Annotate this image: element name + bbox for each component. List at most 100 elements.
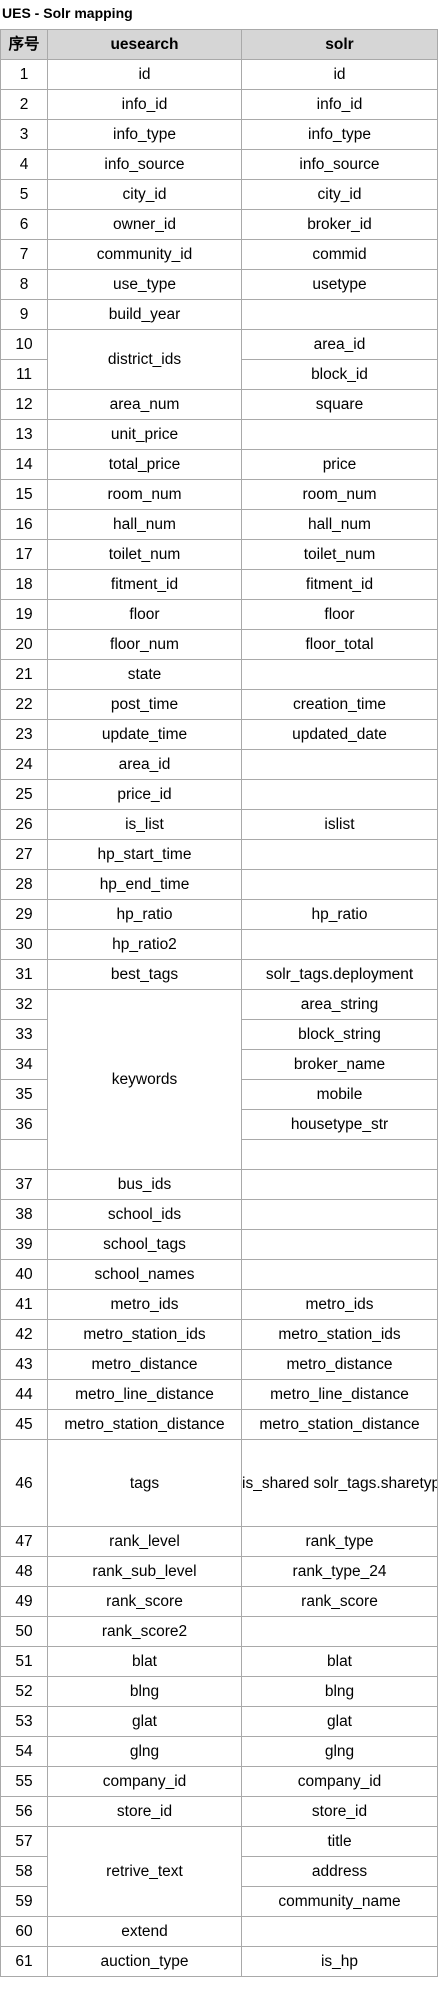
row-index: 1 (0, 59, 48, 90)
solr-field: address (241, 1856, 438, 1887)
row-index: 6 (0, 209, 48, 240)
uesearch-field: room_num (47, 479, 242, 510)
uesearch-field: metro_distance (47, 1349, 242, 1380)
uesearch-field: school_ids (47, 1199, 242, 1230)
uesearch-field: update_time (47, 719, 242, 750)
solr-field: community_name (241, 1886, 438, 1917)
uesearch-field: store_id (47, 1796, 242, 1827)
uesearch-field: school_names (47, 1259, 242, 1290)
solr-field (241, 419, 438, 450)
uesearch-field: toilet_num (47, 539, 242, 570)
solr-field (241, 1199, 438, 1230)
uesearch-field: info_id (47, 89, 242, 120)
row-index: 19 (0, 599, 48, 630)
row-index: 47 (0, 1526, 48, 1557)
solr-field: price (241, 449, 438, 480)
uesearch-field: unit_price (47, 419, 242, 450)
solr-field (241, 1916, 438, 1947)
row-index: 17 (0, 539, 48, 570)
header-uesearch: uesearch (47, 29, 242, 60)
row-index: 29 (0, 899, 48, 930)
row-index: 57 (0, 1826, 48, 1857)
row-index: 33 (0, 1019, 48, 1050)
solr-field: commid (241, 239, 438, 270)
uesearch-field: company_id (47, 1766, 242, 1797)
solr-field: floor (241, 599, 438, 630)
uesearch-field: hp_start_time (47, 839, 242, 870)
solr-field: toilet_num (241, 539, 438, 570)
row-index: 31 (0, 959, 48, 990)
uesearch-field: post_time (47, 689, 242, 720)
solr-field: info_type (241, 119, 438, 150)
row-index: 42 (0, 1319, 48, 1350)
row-index: 7 (0, 239, 48, 270)
row-index: 13 (0, 419, 48, 450)
solr-field: city_id (241, 179, 438, 210)
solr-field: is_hp (241, 1946, 438, 1977)
solr-field (241, 299, 438, 330)
solr-field: metro_station_ids (241, 1319, 438, 1350)
uesearch-field: area_id (47, 749, 242, 780)
solr-field: company_id (241, 1766, 438, 1797)
solr-field: mobile (241, 1079, 438, 1110)
solr-field (241, 1169, 438, 1200)
solr-field: info_source (241, 149, 438, 180)
solr-field: solr_tags.deployment (241, 959, 438, 990)
row-index: 30 (0, 929, 48, 960)
row-index: 59 (0, 1886, 48, 1917)
row-index: 41 (0, 1289, 48, 1320)
solr-field (241, 779, 438, 810)
solr-field: metro_line_distance (241, 1379, 438, 1410)
header-index: 序号 (0, 29, 48, 60)
solr-field: hall_num (241, 509, 438, 540)
solr-field (241, 659, 438, 690)
solr-field: blng (241, 1676, 438, 1707)
row-index: 27 (0, 839, 48, 870)
uesearch-field: community_id (47, 239, 242, 270)
row-index: 50 (0, 1616, 48, 1647)
solr-field: rank_score (241, 1586, 438, 1617)
uesearch-field: metro_ids (47, 1289, 242, 1320)
solr-field: creation_time (241, 689, 438, 720)
row-index: 32 (0, 989, 48, 1020)
row-index: 8 (0, 269, 48, 300)
row-index: 11 (0, 359, 48, 390)
table-row (0, 1139, 438, 1170)
row-index: 25 (0, 779, 48, 810)
row-index: 53 (0, 1706, 48, 1737)
row-index: 22 (0, 689, 48, 720)
solr-field: rank_type (241, 1526, 438, 1557)
solr-field: broker_id (241, 209, 438, 240)
solr-field (241, 1259, 438, 1290)
row-index: 52 (0, 1676, 48, 1707)
solr-field: id (241, 59, 438, 90)
uesearch-field: rank_sub_level (47, 1556, 242, 1587)
uesearch-field: info_type (47, 119, 242, 150)
solr-field (241, 929, 438, 960)
solr-field: floor_total (241, 629, 438, 660)
solr-field: blat (241, 1646, 438, 1677)
uesearch-field: price_id (47, 779, 242, 810)
